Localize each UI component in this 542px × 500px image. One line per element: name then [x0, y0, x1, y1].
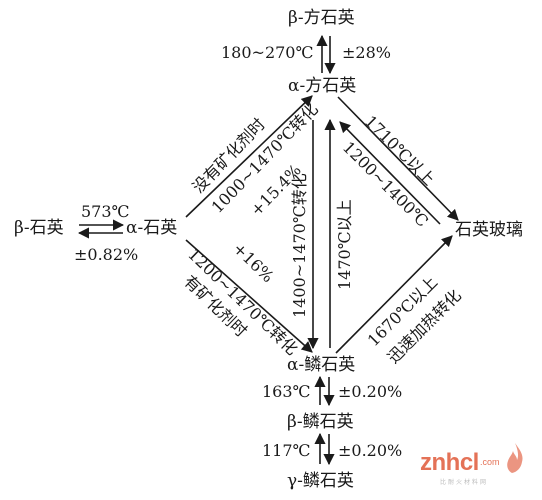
watermark-subtitle: 比耐火材料网 [440, 480, 489, 486]
site-watermark: znhcl .com 比耐火材料网 [420, 443, 530, 493]
node-beta-cristobalite: β-方石英 [288, 8, 355, 28]
label-tridymite-volume-2: ±0.20% [338, 441, 403, 460]
arrow-quartz-to-cristobalite [185, 95, 313, 218]
arrow-tridymite-to-glass [335, 235, 453, 354]
watermark-text: znhcl [420, 449, 479, 476]
flame-icon [507, 443, 523, 473]
node-beta-tridymite: β-鳞石英 [287, 412, 354, 432]
label-quartz-temp: 573℃ [81, 202, 130, 221]
node-alpha-quartz: α-石英 [126, 218, 178, 238]
node-gamma-tridymite: γ-鳞石英 [287, 471, 354, 491]
node-alpha-tridymite: α-鳞石英 [287, 355, 356, 375]
node-quartz-glass: 石英玻璃 [455, 220, 523, 240]
arrow-glass-to-cristobalite [339, 121, 441, 225]
label-tridymite-volume-1: ±0.20% [338, 382, 403, 401]
arrow-quartz-to-tridymite [185, 239, 313, 353]
label-tridymite-temp-1: 163℃ [262, 382, 311, 401]
watermark-domain: .com [480, 457, 500, 467]
label-cristobalite-to-tridymite: 1400~1470℃转化 [290, 173, 309, 318]
label-cristobalite-temp: 180~270℃ [221, 43, 314, 62]
label-tridymite-temp-2: 117℃ [262, 441, 311, 460]
node-beta-quartz: β-石英 [14, 218, 64, 238]
label-cristobalite-volume: ±28% [342, 43, 391, 62]
label-quartz-volume: ±0.82% [74, 245, 139, 264]
label-tridymite-to-cristobalite: 1470℃以上 [335, 199, 354, 290]
node-alpha-cristobalite: α-方石英 [288, 76, 357, 96]
arrow-cristobalite-to-glass [337, 96, 459, 221]
